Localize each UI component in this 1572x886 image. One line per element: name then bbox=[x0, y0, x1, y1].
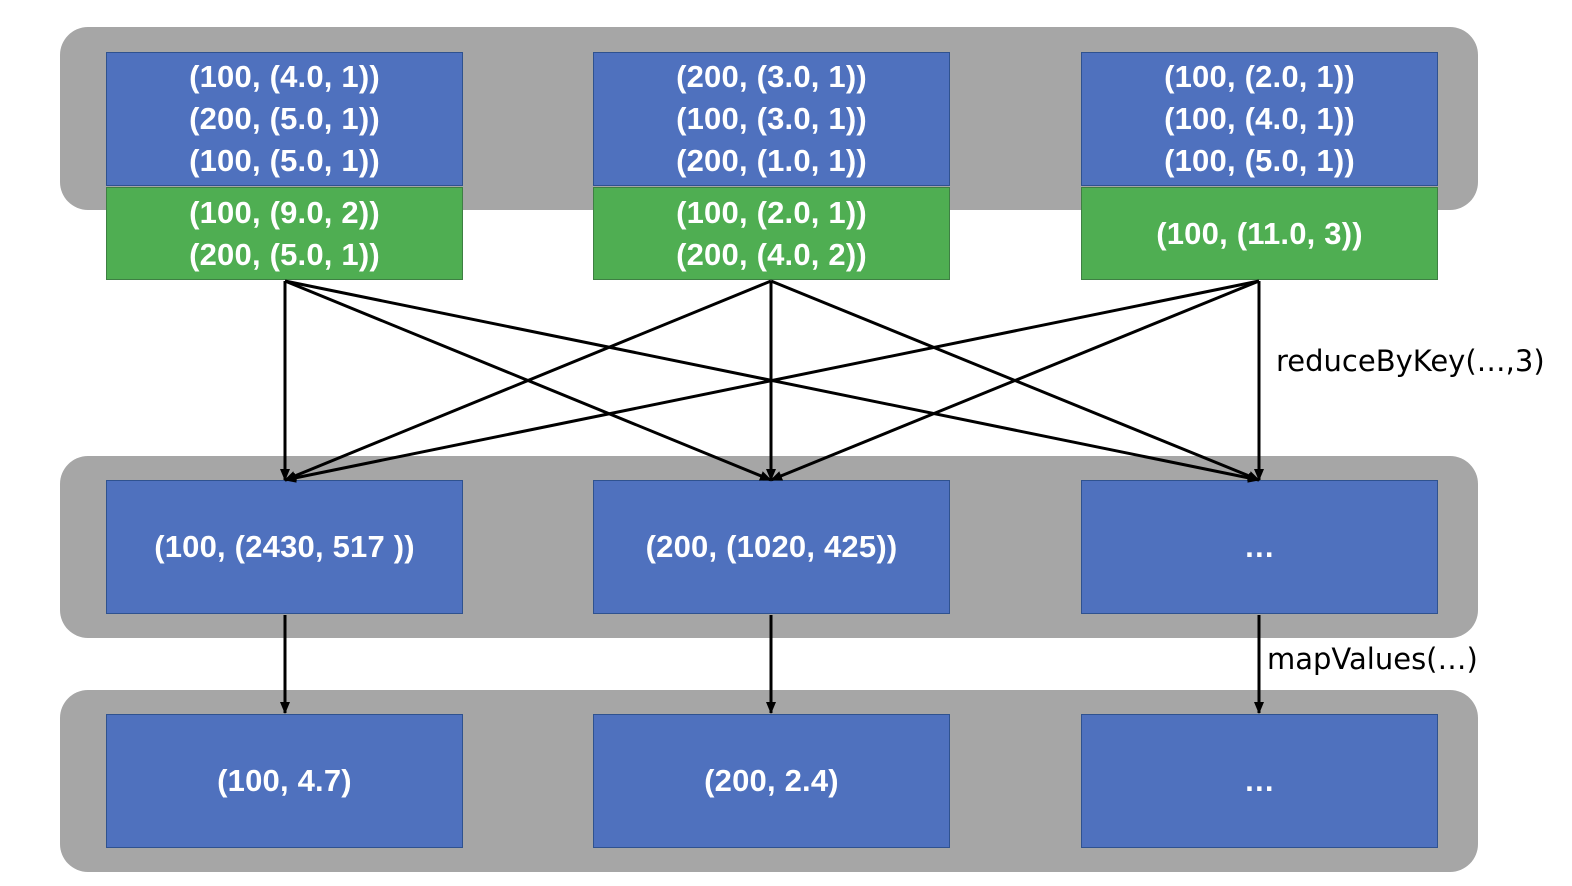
record: (100, (2430, 517 )) bbox=[154, 529, 415, 564]
record: (100, (4.0, 1)) bbox=[1164, 101, 1355, 136]
record: (100, (5.0, 1)) bbox=[189, 143, 380, 178]
record: (200, (1.0, 1)) bbox=[676, 143, 867, 178]
stage3-partition-1: (100, 4.7) bbox=[106, 714, 463, 848]
record: (200, (3.0, 1)) bbox=[676, 59, 867, 94]
stage3-partition-3: … bbox=[1081, 714, 1438, 848]
shuffle-arrow-group bbox=[280, 279, 1264, 483]
record: (200, (5.0, 1)) bbox=[189, 236, 380, 272]
record: (100, (2.0, 1)) bbox=[1164, 59, 1355, 94]
map-values-label: mapValues(…) bbox=[1267, 642, 1478, 676]
shuffle-arrow-2-to-1 bbox=[284, 279, 772, 482]
stage1-partition-3-input: (100, (2.0, 1)) (100, (4.0, 1)) (100, (5… bbox=[1081, 52, 1438, 186]
record: (200, (4.0, 2)) bbox=[676, 236, 867, 272]
record: (100, (9.0, 2)) bbox=[189, 194, 380, 230]
record: (100, (11.0, 3)) bbox=[1156, 215, 1363, 251]
stage1-partition-1-input: (100, (4.0, 1)) (200, (5.0, 1)) (100, (5… bbox=[106, 52, 463, 186]
record: (200, (1020, 425)) bbox=[645, 529, 898, 564]
map-arrow-group bbox=[280, 615, 1264, 714]
stage2-partition-1: (100, (2430, 517 )) bbox=[106, 480, 463, 614]
stage1-partition-1-combined: (100, (9.0, 2)) (200, (5.0, 1)) bbox=[106, 187, 463, 280]
stage1-partition-2-combined: (100, (2.0, 1)) (200, (4.0, 2)) bbox=[593, 187, 950, 280]
record: … bbox=[1243, 763, 1276, 798]
shuffle-arrow-3-to-1 bbox=[284, 279, 1260, 483]
record: (100, (3.0, 1)) bbox=[676, 101, 867, 136]
record: (200, (5.0, 1)) bbox=[189, 101, 380, 136]
record: (100, 4.7) bbox=[217, 763, 352, 798]
reduce-by-key-label: reduceByKey(…,3) bbox=[1276, 344, 1545, 378]
record: … bbox=[1243, 529, 1276, 564]
shuffle-arrow-3-to-2 bbox=[770, 279, 1260, 482]
stage1-partition-2-input: (200, (3.0, 1)) (100, (3.0, 1)) (200, (1… bbox=[593, 52, 950, 186]
stage1-partition-3-combined: (100, (11.0, 3)) bbox=[1081, 187, 1438, 280]
stage3-partition-2: (200, 2.4) bbox=[593, 714, 950, 848]
record: (100, (4.0, 1)) bbox=[189, 59, 380, 94]
record: (200, 2.4) bbox=[704, 763, 839, 798]
record: (100, (2.0, 1)) bbox=[676, 194, 867, 230]
record: (100, (5.0, 1)) bbox=[1164, 143, 1355, 178]
